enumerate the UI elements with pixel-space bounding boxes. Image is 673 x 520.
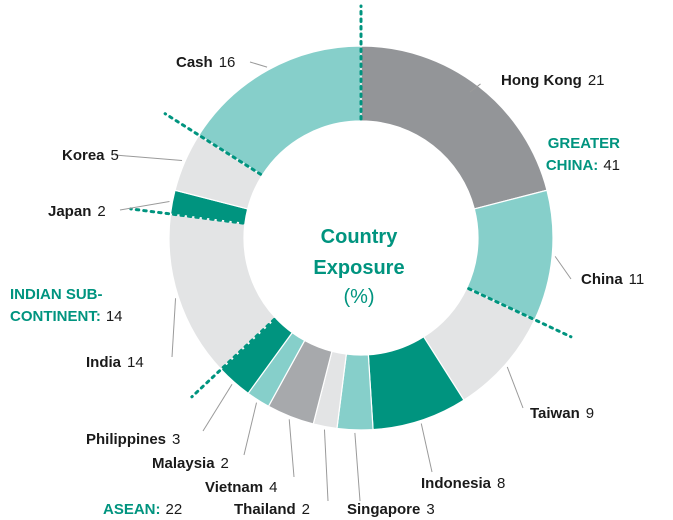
group-greater-china: GREATER CHINA:41: [546, 135, 620, 174]
label-china-name: China: [581, 271, 623, 288]
slice-cash: [198, 45, 362, 177]
leader-singapore: [354, 432, 361, 502]
leader-lines: [114, 61, 572, 502]
label-malaysia-name: Malaysia: [152, 455, 215, 472]
label-japan: Japan 2: [48, 203, 106, 220]
label-singapore-name: Singapore: [347, 501, 420, 518]
leader-malaysia: [243, 402, 258, 456]
group-indian-sub-continent-line-1: INDIAN SUB-: [10, 286, 103, 303]
label-china-value: 11: [629, 271, 645, 288]
label-philippines-value: 3: [172, 431, 180, 448]
leader-vietnam: [288, 419, 295, 478]
label-thailand-name: Thailand: [234, 501, 296, 518]
divider-india-japan: [129, 207, 245, 225]
group-indian-sub-continent-line-2: CONTINENT:: [10, 308, 101, 325]
leader-japan: [119, 200, 170, 211]
divider-greater-china-asean: [467, 287, 573, 339]
label-thailand: Thailand 2: [234, 501, 310, 518]
label-japan-value: 2: [97, 203, 105, 220]
leader-china: [554, 256, 572, 280]
label-india-value: 14: [127, 354, 144, 371]
label-india: India 14: [86, 354, 144, 371]
leader-cash: [249, 61, 268, 68]
leader-thailand: [323, 429, 329, 502]
group-asean-value: 22: [166, 501, 183, 518]
leader-india: [171, 298, 177, 358]
label-singapore-value: 3: [426, 501, 434, 518]
leader-philippines: [202, 384, 233, 432]
label-cash-name: Cash: [176, 54, 213, 71]
chart-title-line2: Exposure: [313, 257, 404, 279]
group-indian-sub-continent-value: 14: [106, 308, 123, 325]
label-philippines: Philippines 3: [86, 431, 180, 448]
center-label: Country Exposure (%): [313, 226, 404, 308]
chart-title-line1: Country: [321, 226, 399, 248]
label-hong-kong-name: Hong Kong: [501, 72, 582, 89]
chart-unit: (%): [343, 286, 374, 308]
leader-indonesia: [420, 423, 433, 473]
label-taiwan-name: Taiwan: [530, 405, 580, 422]
label-cash-value: 16: [219, 54, 236, 71]
leader-hong-kong: [469, 83, 481, 93]
label-thailand-value: 2: [302, 501, 310, 518]
leader-taiwan: [506, 366, 524, 409]
label-vietnam: Vietnam 4: [205, 479, 277, 496]
label-japan-name: Japan: [48, 203, 91, 220]
label-hong-kong-value: 21: [588, 72, 605, 89]
label-vietnam-name: Vietnam: [205, 479, 263, 496]
group-asean: ASEAN: 22: [103, 501, 182, 518]
group-asean-line-1: ASEAN:: [103, 501, 161, 518]
label-singapore: Singapore 3: [347, 501, 435, 518]
leader-korea: [114, 154, 183, 162]
label-korea-name: Korea: [62, 147, 105, 164]
label-cash: Cash 16: [176, 54, 235, 71]
divider-asean-india: [190, 317, 276, 399]
label-indonesia-name: Indonesia: [421, 475, 492, 492]
group-dividers: [129, 4, 573, 399]
label-india-name: India: [86, 354, 122, 371]
label-philippines-name: Philippines: [86, 431, 166, 448]
label-hong-kong: Hong Kong 21: [501, 72, 605, 89]
label-taiwan-value: 9: [586, 405, 594, 422]
label-malaysia-value: 2: [221, 455, 229, 472]
label-vietnam-value: 4: [269, 479, 277, 496]
label-korea: Korea 5: [62, 147, 119, 164]
label-indonesia-value: 8: [497, 475, 505, 492]
group-greater-china-line-1: GREATER: [548, 135, 620, 152]
donut-slices: [168, 45, 554, 431]
group-indian-sub-continent: INDIAN SUB- CONTINENT: 14: [10, 286, 123, 325]
group-greater-china-value: 41: [603, 157, 620, 174]
label-malaysia: Malaysia 2: [152, 455, 229, 472]
label-taiwan: Taiwan 9: [530, 405, 594, 422]
label-china: China 11: [581, 271, 644, 288]
group-greater-china-line-2: CHINA:: [546, 157, 599, 174]
slice-hong-kong: [360, 45, 548, 210]
label-indonesia: Indonesia 8: [421, 475, 505, 492]
label-korea-value: 5: [111, 147, 119, 164]
divider-korea-cash: [163, 112, 263, 176]
